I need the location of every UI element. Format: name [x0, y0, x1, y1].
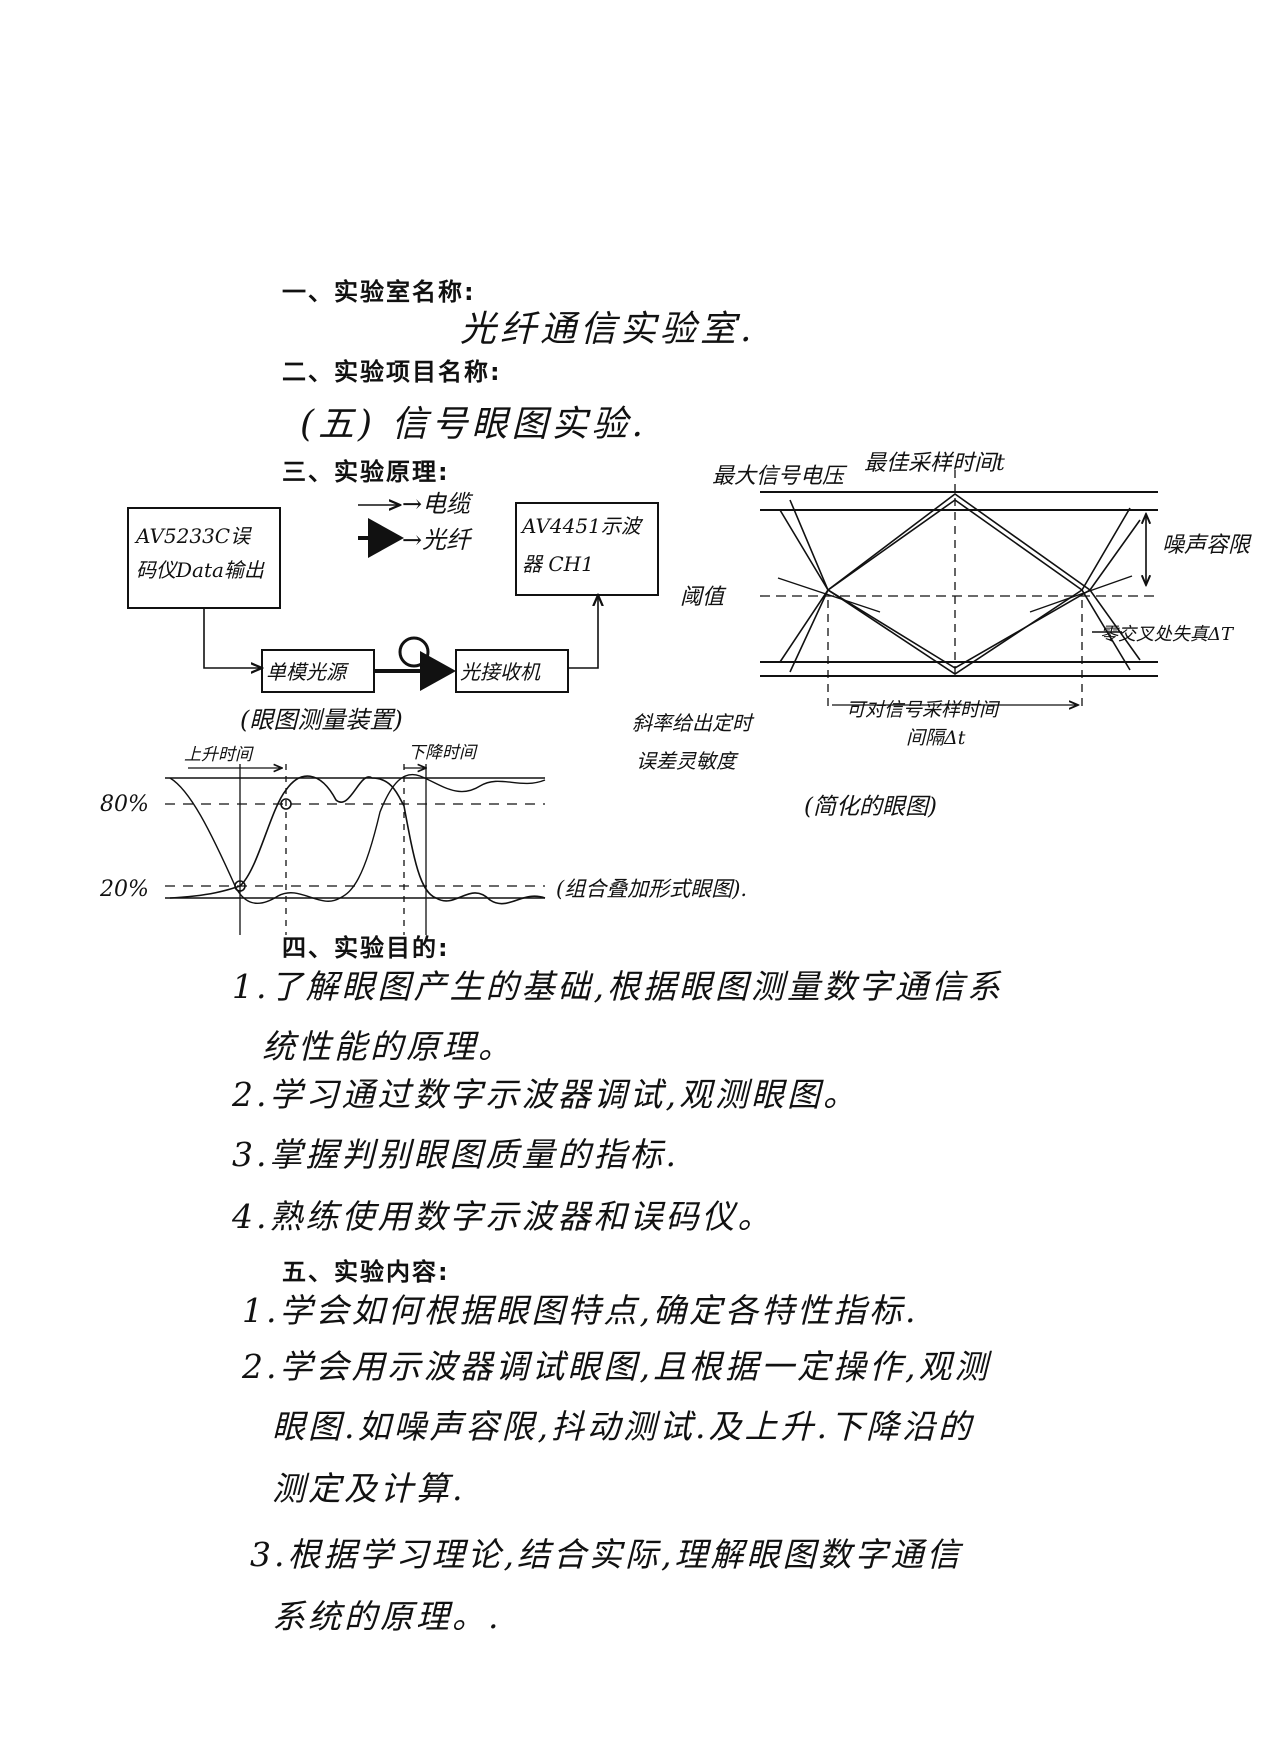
oscilloscope-label-line-1: AV4451示波 — [520, 514, 644, 538]
generator-label-line-2: 码仪Data输出 — [136, 558, 265, 582]
label-zero-crossing: 零交叉处失真ΔT — [1100, 624, 1235, 645]
purpose-item-4: 4.熟练使用数字示波器和误码仪。 — [232, 1197, 774, 1236]
content-item-1: 1.学会如何根据眼图特点,确定各特性指标. — [242, 1291, 919, 1330]
heading-principle: 三、实验原理: — [282, 458, 450, 486]
label-max-voltage: 最大信号电压 — [712, 464, 848, 489]
label-sensitivity-line-2: 误差灵敏度 — [636, 749, 739, 773]
purpose-item-1-cont: 统性能的原理。 — [262, 1027, 514, 1066]
receiver-label: 光接收机 — [460, 660, 541, 684]
cable-to-oscilloscope — [568, 595, 598, 669]
eye-upper-trace-1 — [779, 493, 1141, 592]
waveform-diagram: 上升时间 下降时间 80% 20% (组合叠加形式眼图). — [99, 743, 747, 935]
label-interval-line-1: 可对信号采样时间 — [846, 699, 1001, 721]
heading-lab-name: 一、实验室名称: — [282, 278, 476, 306]
eye-crossing-line-right — [1029, 575, 1133, 613]
purpose-item-3: 3.掌握判别眼图质量的指标. — [232, 1135, 679, 1174]
legend-fiber: →光纤 — [402, 526, 473, 554]
heading-project-name: 二、实验项目名称: — [282, 358, 502, 386]
content-item-3: 3.根据学习理论,结合实际,理解眼图数字通信 — [250, 1535, 963, 1574]
label-rise-time: 上升时间 — [184, 745, 254, 765]
sample-point-20 — [234, 880, 246, 892]
label-best-time: 最佳采样时间t — [864, 451, 1005, 476]
label-fall-time: 下降时间 — [408, 743, 478, 763]
eye-diagram: 最大信号电压 最佳采样时间t 噪声容限 阈值 零交叉处失真ΔT 斜率给出定时 误… — [632, 451, 1252, 820]
content-item-2: 2.学会用示波器调试眼图,且根据一定操作,观测 — [242, 1347, 991, 1386]
label-20-percent: 20% — [99, 877, 149, 902]
legend-cable: →电缆 — [402, 490, 474, 518]
oscilloscope-box — [515, 502, 659, 596]
label-80-percent: 80% — [100, 792, 149, 817]
content-item-2-cont-1: 眼图.如噪声容限,抖动测试.及上升.下降沿的 — [272, 1407, 974, 1446]
waveform-trace-1 — [169, 775, 546, 905]
sample-point-80 — [280, 798, 292, 810]
content-item-2-cont-2: 测定及计算. — [272, 1469, 466, 1508]
content-item-3-cont: 系统的原理。. — [272, 1597, 502, 1636]
lab-name-value: 光纤通信实验室. — [460, 309, 756, 350]
purpose-item-2: 2.学习通过数字示波器调试,观测眼图。 — [232, 1075, 859, 1114]
eye-diagram-caption: (简化的眼图) — [804, 794, 937, 820]
setup-diagram: →电缆 →光纤 AV5233C误 码仪Data输出 AV4451示波 器 CH1… — [127, 490, 659, 734]
setup-caption: (眼图测量装置) — [240, 706, 403, 734]
heading-content: 五、实验内容: — [282, 1258, 450, 1286]
waveform-trace-2 — [169, 773, 546, 905]
receiver-box — [455, 649, 569, 693]
label-noise-margin: 噪声容限 — [1162, 533, 1252, 558]
waveform-caption: (组合叠加形式眼图). — [556, 877, 747, 901]
label-threshold: 阈值 — [680, 585, 727, 610]
oscilloscope-label-line-2: 器 CH1 — [522, 552, 594, 576]
purpose-item-1: 1.了解眼图产生的基础,根据眼图测量数字通信系 — [232, 967, 1003, 1006]
cable-to-source — [203, 608, 262, 668]
eye-crossing-line-left — [777, 577, 881, 613]
generator-label-line-1: AV5233C误 — [134, 524, 252, 548]
label-interval-line-2: 间隔Δt — [906, 727, 966, 749]
eye-lower-trace-1 — [779, 588, 1141, 669]
fiber-coil-icon — [398, 636, 430, 668]
project-name-value: (五) 信号眼图实验. — [300, 404, 647, 445]
heading-purpose: 四、实验目的: — [282, 934, 450, 962]
eye-upper-trace-2 — [789, 499, 1131, 592]
label-sensitivity-line-1: 斜率给出定时 — [632, 711, 755, 735]
source-label: 单模光源 — [266, 660, 349, 684]
